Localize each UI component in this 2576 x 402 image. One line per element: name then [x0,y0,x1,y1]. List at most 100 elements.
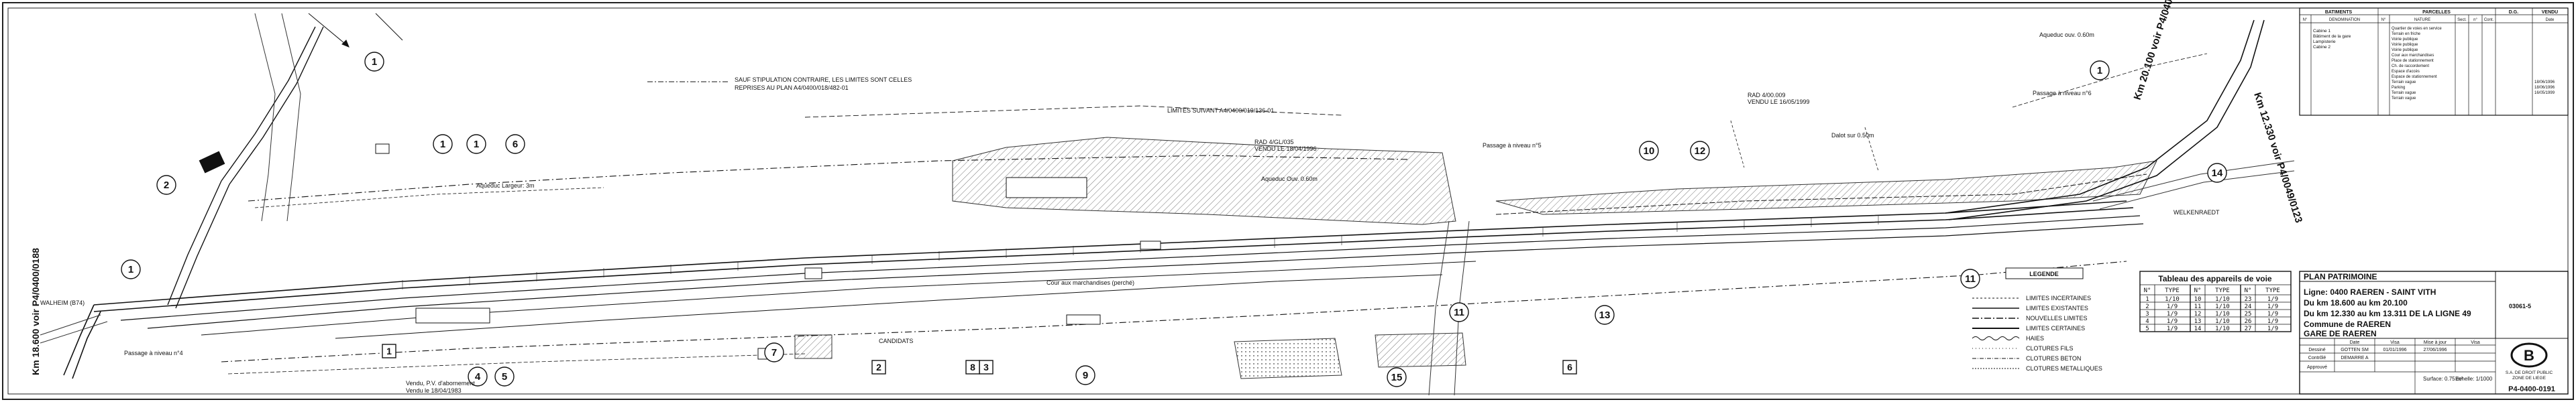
switch-table: Tableau des appareils de voie N° TYPE N°… [2139,271,2292,332]
echelle-label: Echelle: 1/1000 [2455,376,2493,382]
switch-cell: 1/9 [2267,326,2278,332]
building-shed [1066,314,1101,325]
vendu-note-1: Vendu, P.V. d'abornement [406,380,475,387]
ref-circle-12 [1690,141,1710,161]
ref-label: 1 [128,264,133,275]
grid-header: Mise à jour [2424,340,2447,345]
vendu-date: 18/06/1996 [2534,86,2555,90]
box-label: 1 [386,346,392,356]
title-line: Du km 18.600 au km 20.100 [2304,298,2408,308]
switch-header: TYPE [2165,287,2180,294]
parcel-row: Cour aux marchandises [2392,54,2434,58]
bat-sub-header: NATURE [2414,18,2430,22]
switch-cell: 1/10 [2215,318,2230,325]
bat-sub-header: N° [2303,18,2308,22]
bat-row: Lampisterie [2313,40,2336,44]
ref-circle-2 [433,134,453,154]
switch-header: TYPE [2215,287,2230,294]
circled-references [121,52,2227,387]
aqueduc-label-3: Dalot sur 0.50m [1831,132,1874,139]
bat-sub-header: Cont. [2484,18,2494,22]
bat-col-header: BATIMENTS [2325,10,2353,15]
plan-number: P4-0400-0191 [2508,385,2555,393]
grid-header: Visa [2390,340,2400,345]
ref-label: 14 [2212,168,2223,179]
stipulation-line-1: SAUF STIPULATION CONTRAIRE, LES LIMITES … [735,76,912,83]
ref-circle-3-left [156,175,176,195]
ref-label: 6 [513,139,518,150]
switch-cell: 1/10 [2165,296,2180,303]
switch-header: N° [2245,287,2252,294]
switch-cell: 3 [2145,311,2149,318]
pn-label-4: Passage à niveau n°4 [124,350,183,356]
legend-item: CLOTURES FILS [2026,345,2074,352]
rad-2-line-2: VENDU LE 16/05/1999 [1748,98,1810,105]
boxed-references [382,344,1577,375]
ref-circle-3-top [364,52,384,72]
title-line: GARE DE RAEREN [2304,329,2377,338]
ref-circle-4 [468,366,488,387]
switch-cell: 23 [2245,296,2252,303]
ref-circle-9 [1075,365,1095,385]
parcel-row: Espace d'accès [2392,70,2420,74]
box-label: 2 [876,362,881,373]
ref-circle-7 [764,342,784,362]
switch-cell: 13 [2194,318,2202,325]
batiments-table: BATIMENTS PARCELLES D.G. VENDU N° DENOMI… [2299,7,2569,116]
parcel-row: Place de stationnement [2392,59,2434,63]
ref-label: 12 [1695,145,1706,157]
title-line: Ligne: 0400 RAEREN - SAINT VITH [2304,287,2436,297]
parcel-row: Quartier de voies en service [2392,27,2442,31]
switch-cell: 10 [2194,296,2202,303]
bat-row: Bâtiment de la gare [2313,34,2351,39]
parcel-row: Terrain vague [2392,91,2416,95]
switch-cell: 1/10 [2215,311,2230,318]
switch-cell: 1/10 [2215,296,2230,303]
legend-item: CLOTURES BETON [2026,355,2081,362]
company-line: S.A. DE DROIT PUBLIC [2506,371,2553,375]
ref-label: 1 [2097,65,2102,76]
ref-label: 2 [164,180,169,191]
logo-letter: B [2524,347,2534,364]
building-small [1140,241,1161,250]
grid-cell: GOTTEN SM [2341,348,2369,352]
ref-circle-15 [1387,367,1407,387]
legend-item: NOUVELLES LIMITES [2026,315,2088,322]
title-line: Du km 12.330 au km 13.311 DE LA LIGNE 49 [2304,309,2471,318]
parcel-row: Terrain vague [2392,80,2416,84]
ref-circle-10 [1639,141,1659,161]
grid-cell: Approuvé [2307,365,2327,370]
parcel-row: Terrain en friche [2392,32,2421,36]
ref-circle-11 [1449,302,1469,322]
limites-suivant: LIMITES SUIVANT A4/0400/019/136-01 [1167,107,1274,114]
vendu-date: 18/06/1996 [2534,80,2555,84]
switch-cell: 1/9 [2167,311,2178,318]
company-line: ZONE DE LIEGE [2512,376,2546,381]
ref-circle-13 [1595,305,1615,325]
aqueduc-label-1: Aqueduc Largeur: 3m [476,182,535,189]
km-label-right: Km 12.330 voir P4/0049/0123 [2251,91,2304,224]
place-welkenraedt: WELKENRAEDT [2174,209,2220,216]
km-label-top: Km 20.100 voir P4/0400/0206 [2132,0,2185,101]
sncb-logo: B S.A. DE DROIT PUBLIC ZONE DE LIEGE [2506,342,2553,381]
vendu-date: 16/05/1999 [2534,91,2555,95]
rad-1-line-1: RAD 4/GL/035 [1254,139,1294,145]
bat-sub-header: n° [2473,18,2477,22]
grid-cell: DEMARRE A [2341,356,2369,360]
pn-label-5: Passage à niveau n°5 [1483,142,1542,149]
place-walheim: WALHEIM (B74) [40,299,85,306]
station-building [415,308,490,324]
sheet-code: 03061-5 [2509,303,2531,310]
legend-item: LIMITES CERTAINES [2026,325,2085,332]
building-black [199,151,225,174]
switch-cell: 25 [2245,311,2252,318]
building-warehouse [1006,177,1087,198]
ref-circle-5 [494,366,515,387]
switch-cell: 12 [2194,311,2202,318]
switch-cell: 11 [2194,304,2202,310]
buildings [199,143,1161,360]
switch-cell: 1/9 [2267,296,2278,303]
ref-label: 1 [440,139,445,150]
ref-label: 1 [372,56,377,68]
